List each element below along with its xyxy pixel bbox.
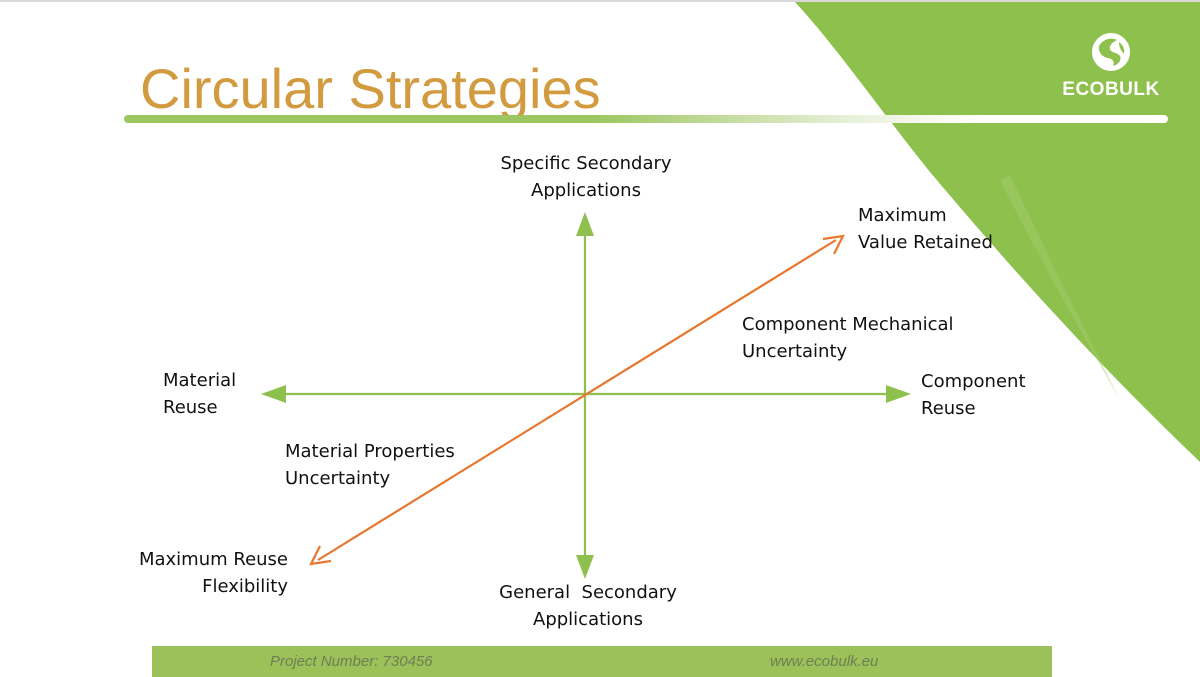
left-axis-label-line: Material [163, 370, 237, 391]
lower-left-end-label-line: Maximum Reuse [138, 549, 288, 570]
upper-region-label-line: Uncertainty [742, 341, 848, 362]
bottom-axis-label-line: General Secondary [499, 582, 677, 603]
lower-left-arrowhead [309, 545, 332, 566]
right-arrowhead [886, 385, 911, 403]
left-arrowhead [261, 385, 286, 403]
project-number: Project Number: 730456 [270, 653, 433, 670]
lower-left-end-label-line: Flexibility [202, 576, 288, 597]
logo-wordmark: ECOBULK [1062, 79, 1160, 100]
upper-right-arrowhead [822, 234, 845, 255]
bottom-arrowhead [576, 555, 594, 579]
upper-right-end-label-line: Value Retained [858, 232, 993, 253]
upper-right-end-label: Maximum Value Retained [858, 202, 993, 256]
top-arrowhead [576, 212, 594, 236]
globe-icon [1090, 31, 1132, 73]
right-axis-label-line: Component [921, 371, 1026, 392]
lower-left-end-label: Maximum Reuse Flexibility [128, 546, 288, 600]
left-axis-label-line: Reuse [163, 397, 218, 418]
bottom-axis-label: General Secondary Applications [486, 579, 690, 633]
top-axis-label: Specific Secondary Applications [486, 150, 686, 204]
lower-region-label: Material Properties Uncertainty [285, 438, 455, 492]
right-axis-label-line: Reuse [921, 398, 976, 419]
upper-region-label-line: Component Mechanical [742, 314, 954, 335]
footer-bar: Project Number: 730456 www.ecobulk.eu [152, 646, 1052, 677]
upper-right-end-label-line: Maximum [858, 205, 947, 226]
website-link[interactable]: www.ecobulk.eu [770, 653, 879, 670]
top-axis-label-line: Specific Secondary [500, 153, 672, 174]
bottom-axis-label-line: Applications [533, 609, 643, 630]
title-underline [124, 115, 1168, 123]
lower-region-label-line: Material Properties [285, 441, 455, 462]
page-title: Circular Strategies [140, 57, 601, 120]
diagonal-axis [317, 239, 837, 561]
top-rule [0, 0, 1200, 2]
left-axis-label: Material Reuse [163, 367, 236, 421]
upper-region-label: Component Mechanical Uncertainty [742, 311, 954, 365]
ecobulk-logo: ECOBULK [1052, 30, 1170, 106]
top-axis-label-line: Applications [531, 180, 641, 201]
lower-region-label-line: Uncertainty [285, 468, 391, 489]
right-axis-label: Component Reuse [921, 368, 1026, 422]
